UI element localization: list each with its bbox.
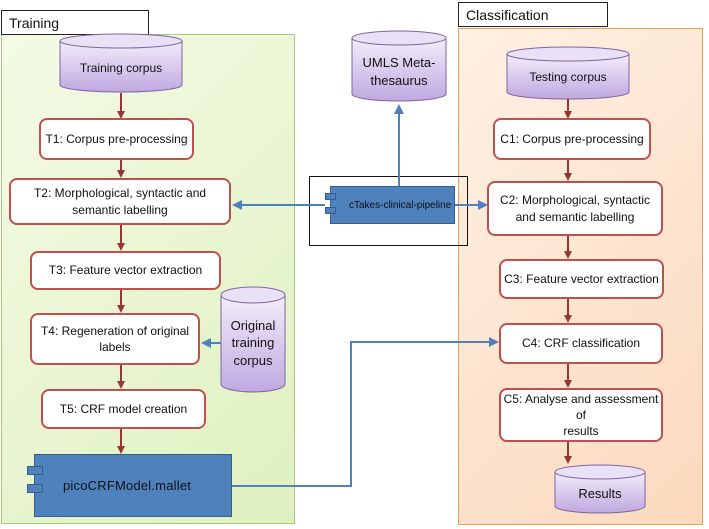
umls-label-line1: UMLS Meta- [362, 54, 436, 70]
step-c4: C4: CRF classification [499, 323, 663, 364]
results-label: Results [578, 485, 622, 501]
results-cylinder [554, 464, 646, 514]
model-label: picoCRFModel.mallet [63, 478, 192, 493]
training-title: Training [1, 10, 149, 35]
step-t5: T5: CRF model creation [41, 389, 206, 429]
step-c3: C3: Feature vector extraction [499, 259, 664, 299]
training-corpus-cylinder [59, 33, 183, 93]
step-c5-line2: results [563, 424, 599, 439]
arrow-model-c4 [232, 337, 499, 487]
step-c5-line1: C5: Analyse and assessment of [503, 391, 659, 422]
original-corpus-line1: Original [230, 317, 276, 333]
training-corpus-label: Training corpus [79, 61, 163, 75]
testing-corpus-cylinder [506, 46, 630, 100]
pipeline-connector-bottom [325, 207, 336, 214]
step-c2: C2: Morphological, syntactic and semanti… [487, 181, 663, 236]
step-t4-line2: labels [99, 340, 131, 354]
pipeline-connector-top [325, 193, 336, 200]
pipeline-label: cTakes-clinical-pipeline [349, 199, 452, 211]
pipeline-frame [309, 176, 468, 246]
step-t4-line1: T4: Regeneration of original [40, 323, 190, 338]
step-c1: C1: Corpus pre-processing [493, 118, 651, 160]
original-corpus-line2: training [231, 335, 275, 351]
step-t1: T1: Corpus pre-processing [39, 118, 194, 160]
step-c5: C5: Analyse and assessment of results [499, 388, 663, 442]
step-t2-line2: semantic labelling [72, 202, 168, 217]
umls-cylinder [351, 30, 447, 102]
model-component: picoCRFModel.mallet [34, 454, 232, 517]
testing-corpus-label: Testing corpus [529, 70, 607, 84]
model-connector-bottom [27, 484, 43, 493]
step-t4: T4: Regeneration of original labels [30, 313, 200, 365]
step-t2-line1: T2: Morphological, syntactic and [33, 186, 207, 201]
umls-label-line2: thesaurus [370, 73, 428, 88]
original-corpus-label: Original training corpus [221, 308, 285, 378]
model-connector-top [27, 466, 43, 475]
step-t2: T2: Morphological, syntactic and semanti… [9, 178, 231, 225]
classification-title: Classification [458, 2, 608, 27]
original-corpus-cylinder [220, 286, 286, 393]
step-t3: T3: Feature vector extraction [30, 251, 221, 290]
original-corpus-line3: corpus [233, 352, 273, 368]
pipeline-component: cTakes-clinical-pipeline [330, 186, 455, 224]
umls-label: UMLS Meta- thesaurus [352, 50, 446, 94]
step-c2-line2: and semantic labelling [515, 209, 635, 224]
step-c2-line1: C2: Morphological, syntactic [499, 193, 651, 208]
